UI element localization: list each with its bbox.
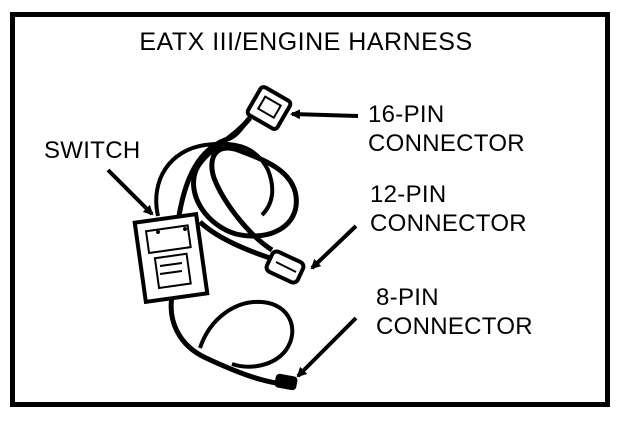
pin8-connector-label: 8-PIN CONNECTOR: [376, 283, 533, 341]
pin16-label-line1: 16-PIN: [368, 101, 445, 128]
switch-box: [132, 211, 210, 305]
pin8-label-line1: 8-PIN: [376, 284, 439, 311]
pin8-label-line2: CONNECTOR: [376, 313, 533, 340]
pin16-label-line2: CONNECTOR: [368, 130, 525, 157]
pin12-connector: [264, 249, 306, 285]
switch-label-text: SWITCH: [44, 137, 141, 164]
cable-outer-loop: [154, 141, 275, 217]
pin16-connector-label: 16-PIN CONNECTOR: [368, 100, 525, 158]
pin12-connector-label: 12-PIN CONNECTOR: [370, 180, 527, 238]
pin12-label-line1: 12-PIN: [370, 181, 447, 208]
switch-arrow: [106, 168, 154, 216]
pin16-arrow: [290, 109, 359, 120]
pin12-arrow: [310, 224, 358, 270]
pin16-connector: [245, 85, 293, 131]
pin8-connector: [274, 373, 298, 391]
pin12-label-line2: CONNECTOR: [370, 210, 527, 237]
pin8-arrow: [296, 316, 358, 378]
cable-16pin-loop: [191, 116, 299, 253]
switch-label: SWITCH: [44, 136, 140, 165]
diagram-title: EATX III/ENGINE HARNESS: [139, 28, 473, 56]
cable-12pin: [198, 220, 271, 261]
diagram-frame: [10, 12, 610, 407]
cable-8pin: [168, 295, 285, 387]
cable-8pin-loop: [198, 299, 295, 369]
